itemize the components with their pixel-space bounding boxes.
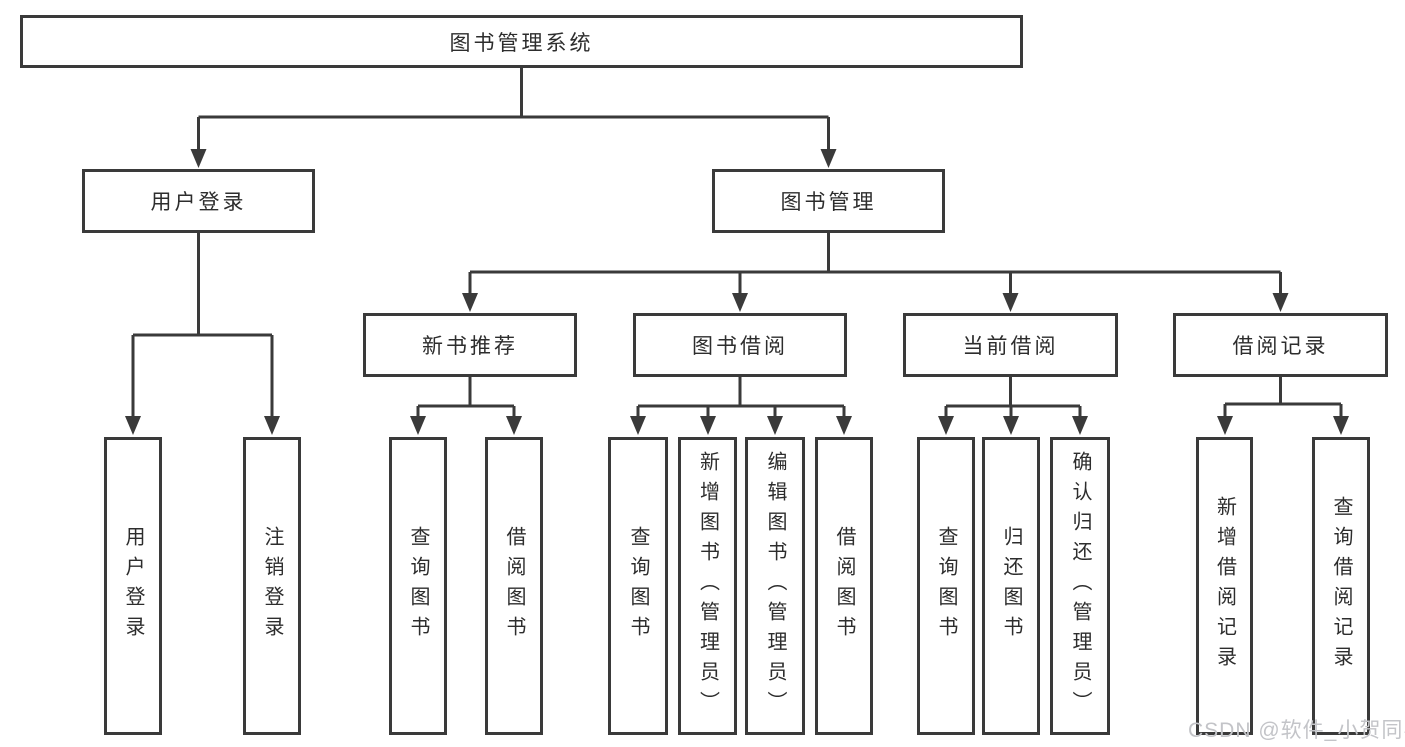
leaf-confirm-return-admin-label: 确认归还（管理员） [1069, 451, 1091, 721]
leaf-add-borrow-record-label: 新增借阅记录 [1213, 496, 1236, 676]
arrowhead [264, 416, 280, 435]
leaf-logout-label: 注销登录 [261, 526, 283, 646]
arrowhead [1002, 293, 1019, 312]
arrowhead [836, 416, 852, 435]
arrowhead [190, 149, 207, 168]
leaf-return-book: 归还图书 [982, 437, 1040, 735]
leaf-newbook-query-book: 查询图书 [389, 437, 447, 735]
leaf-borrow-query-book: 查询图书 [608, 437, 668, 735]
node-root: 图书管理系统 [20, 15, 1023, 68]
leaf-edit-book-admin-label: 编辑图书（管理员） [764, 451, 786, 721]
arrowhead [1003, 416, 1019, 435]
node-user-login: 用户登录 [82, 169, 315, 233]
connector-book-management [468, 233, 1282, 296]
arrowhead [732, 293, 748, 312]
watermark: CSDN @软件_小贺同学 [1188, 719, 1405, 742]
leaf-add-book-admin-label: 新增图书（管理员） [696, 451, 719, 721]
arrowhead [1333, 416, 1349, 435]
node-current-borrow-label: 当前借阅 [962, 335, 1059, 358]
arrowhead [938, 416, 954, 435]
connector-new-book [416, 377, 516, 419]
node-new-book-recommend: 新书推荐 [363, 313, 577, 377]
leaf-add-book-admin: 新增图书（管理员） [678, 437, 737, 735]
arrowhead [1217, 416, 1233, 435]
node-current-borrow: 当前借阅 [903, 313, 1118, 377]
node-book-management-label: 图书管理 [780, 191, 877, 214]
node-root-label: 图书管理系统 [449, 31, 594, 55]
arrowhead [1272, 293, 1289, 312]
connector-current-borrow [944, 377, 1082, 419]
leaf-newbook-borrow-book-label: 借阅图书 [503, 526, 525, 646]
leaf-query-borrow-record-label: 查询借阅记录 [1330, 496, 1352, 676]
leaf-confirm-return-admin: 确认归还（管理员） [1050, 437, 1110, 735]
leaf-add-borrow-record: 新增借阅记录 [1196, 437, 1253, 735]
leaf-borrow-book: 借阅图书 [815, 437, 873, 735]
arrowhead [700, 416, 716, 435]
node-borrow-records-label: 借阅记录 [1232, 335, 1329, 358]
arrowhead [462, 293, 478, 312]
arrowhead [410, 416, 426, 435]
leaf-edit-book-admin: 编辑图书（管理员） [745, 437, 805, 735]
node-book-management: 图书管理 [712, 169, 945, 233]
leaf-current-query-book: 查询图书 [917, 437, 975, 735]
leaf-return-book-label: 归还图书 [1000, 526, 1022, 646]
leaf-borrow-query-book-label: 查询图书 [627, 526, 649, 646]
arrowhead [1072, 416, 1088, 435]
leaf-borrow-book-label: 借阅图书 [833, 526, 855, 646]
leaf-newbook-borrow-book: 借阅图书 [485, 437, 543, 735]
connector-root [197, 68, 830, 152]
node-book-borrow: 图书借阅 [633, 313, 847, 377]
node-book-borrow-label: 图书借阅 [692, 335, 788, 358]
node-borrow-records: 借阅记录 [1173, 313, 1388, 377]
arrowhead [125, 416, 141, 435]
node-new-book-recommend-label: 新书推荐 [422, 335, 518, 358]
leaf-query-borrow-record: 查询借阅记录 [1312, 437, 1370, 735]
arrowhead [767, 416, 783, 435]
connector-book-borrow [636, 377, 846, 419]
leaf-user-login: 用户登录 [104, 437, 162, 735]
leaf-user-login-label: 用户登录 [122, 526, 144, 646]
leaf-newbook-query-book-label: 查询图书 [407, 526, 429, 646]
arrowhead [630, 416, 646, 435]
leaf-logout: 注销登录 [243, 437, 301, 735]
arrowhead [506, 416, 522, 435]
connector-borrow-records [1223, 377, 1343, 419]
node-user-login-label: 用户登录 [150, 191, 247, 214]
connector-user-login [131, 233, 274, 419]
leaf-current-query-book-label: 查询图书 [935, 526, 957, 646]
arrowhead [820, 149, 837, 168]
